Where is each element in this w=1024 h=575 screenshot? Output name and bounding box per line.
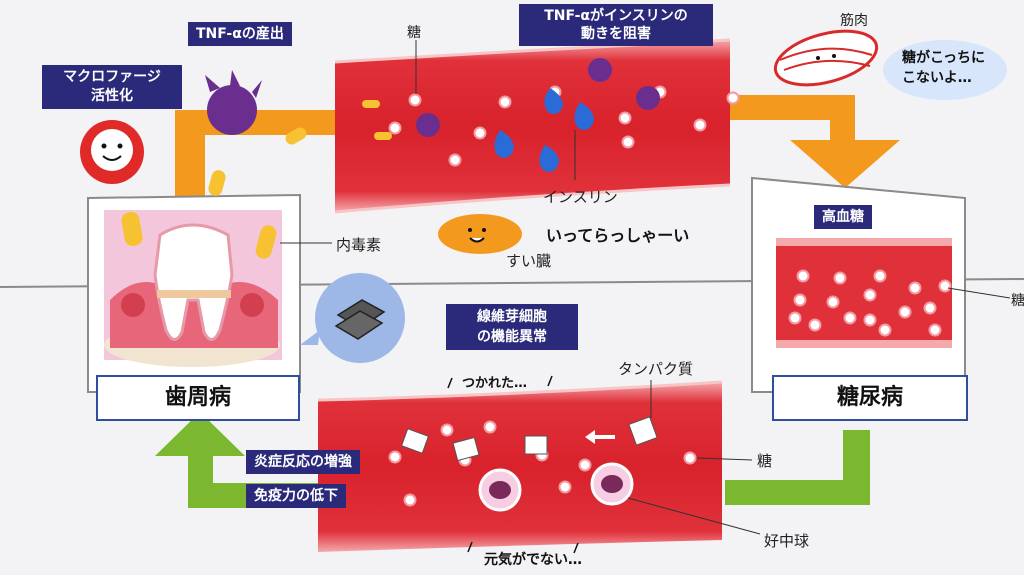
hyperglycemia-label: 高血糖 [814, 205, 872, 229]
insulin-icon [494, 88, 594, 172]
neutrophil-label: 好中球 [764, 532, 810, 550]
pancreas-icon [438, 214, 522, 254]
pancreas-label: すい臓 [506, 252, 552, 270]
orange-arrow-left [175, 110, 335, 200]
protein-icon [400, 416, 658, 462]
sugar-label-bottom: 糖 [757, 452, 773, 470]
diabetes-title: 糖尿病 [772, 375, 968, 421]
sugar-label-top: 糖 [407, 25, 421, 41]
green-arrow-right [725, 430, 870, 505]
muscle-speech-text: 糖がこっちに こないよ… [902, 50, 986, 86]
neutrophil-icon [478, 462, 634, 512]
periodontal-disease-title: 歯周病 [96, 375, 300, 421]
orange-arrow-right [730, 95, 900, 188]
tooth-icon [153, 223, 234, 341]
no-energy-text: 元気がでない… [484, 552, 582, 568]
macrophage-icon [80, 120, 144, 184]
sugar-label-right: 糖 [1011, 293, 1024, 309]
muscle-label: 筋肉 [840, 13, 868, 29]
muscle-icon [773, 29, 879, 87]
protein-label: タンパク質 [618, 360, 694, 378]
tnf-alpha-icon [205, 58, 660, 137]
tnf-production-label: TNF-αの産出 [188, 22, 292, 46]
macrophage-label: マクロファージ 活性化 [42, 65, 182, 109]
bottom-vessel [318, 382, 722, 552]
muscle-speech-bubble [883, 40, 1007, 100]
inflammation-label: 炎症反応の増強 [246, 450, 360, 474]
tired-text: つかれた… [462, 376, 528, 391]
tnf-blocks-insulin-label: TNF-αがインスリンの 動きを阻害 [519, 4, 713, 46]
immunity-decline-label: 免疫力の低下 [246, 484, 346, 508]
insulin-label: インスリン [543, 188, 618, 206]
pancreas-speech-text: いってらっしゃーい [546, 226, 690, 245]
fibroblast-icon [334, 299, 386, 340]
endotoxin-icon [121, 211, 277, 259]
endotoxin-label: 内毒素 [336, 236, 382, 254]
top-vessel [335, 40, 730, 212]
fibroblast-label: 線維芽細胞 の機能異常 [446, 304, 578, 350]
